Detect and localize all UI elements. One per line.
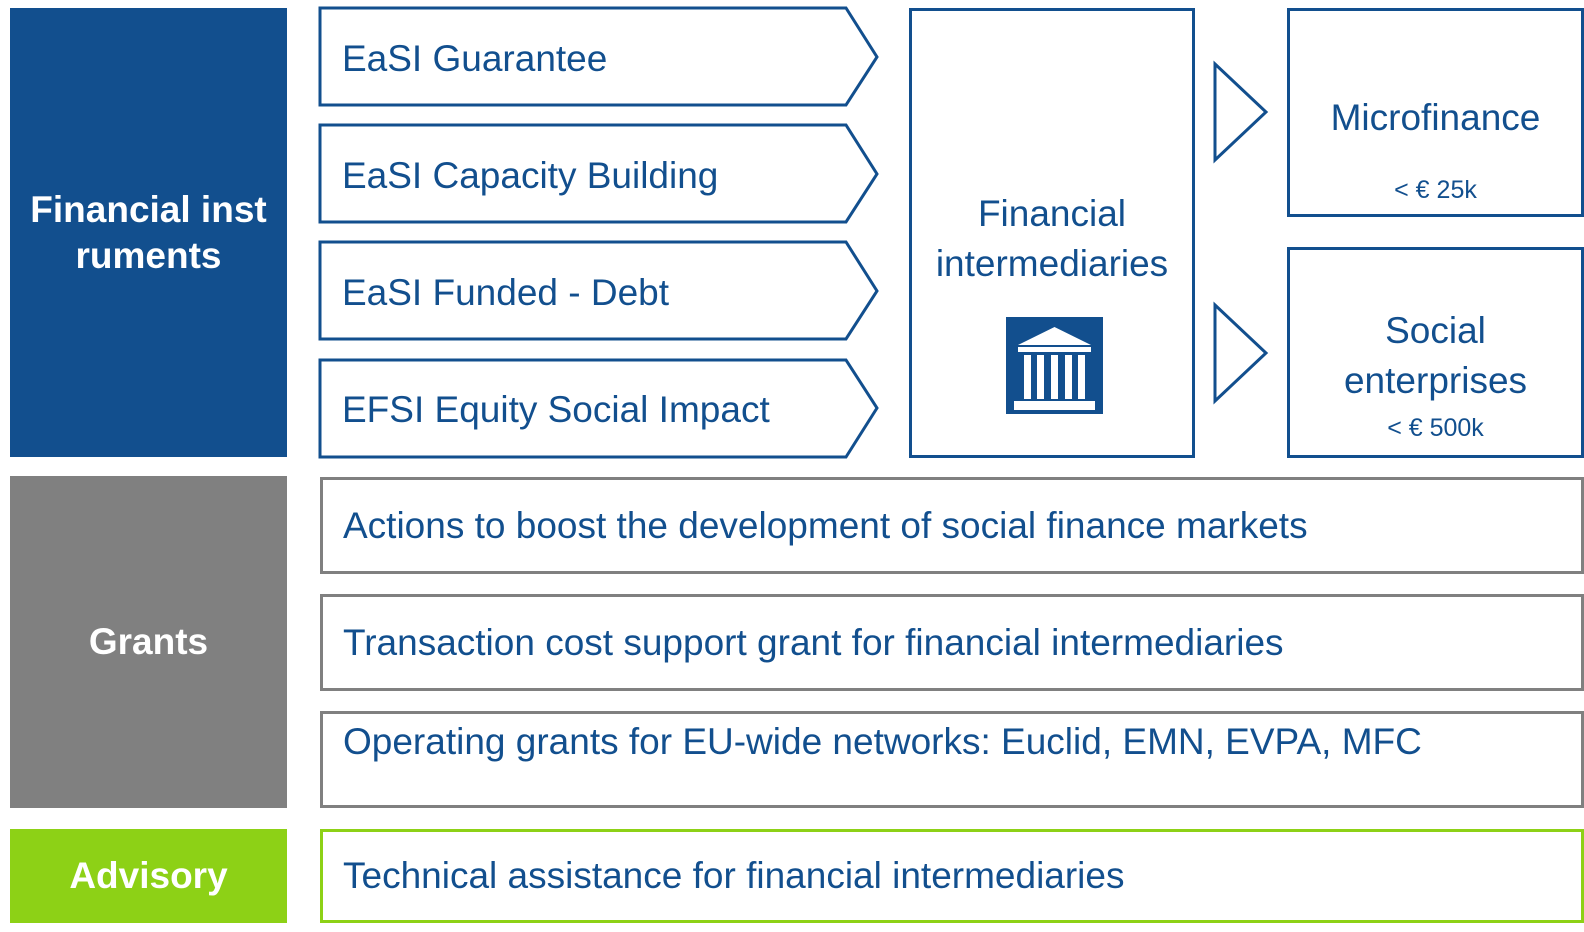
bank-icon <box>1006 317 1103 414</box>
advisory-action-label: Technical assistance for financial inter… <box>343 855 1125 897</box>
category-advisory: Advisory <box>10 829 287 923</box>
instrument-chevron-3 <box>318 240 879 341</box>
financial-intermediaries-label: Financial intermediaries <box>935 193 1169 284</box>
advisory-action: Technical assistance for financial inter… <box>320 829 1584 923</box>
instrument-label-1: EaSI Guarantee <box>342 38 608 79</box>
category-financial-instruments: Financial instruments <box>10 8 287 457</box>
instrument-chevron-2 <box>318 123 879 224</box>
instrument-chevron-1 <box>318 6 879 107</box>
grant-action-2-label: Transaction cost support grant for finan… <box>343 621 1284 663</box>
grant-action-3: Operating grants for EU-wide networks: E… <box>320 711 1584 808</box>
microfinance-title: Microfinance <box>1330 97 1541 138</box>
arrow-to-social-enterprises <box>1213 301 1269 405</box>
grant-action-3-label: Operating grants for EU-wide networks: E… <box>343 721 1422 762</box>
social-enterprises-box: Social enterprises < € 500k <box>1287 247 1584 458</box>
grant-action-1: Actions to boost the development of soci… <box>320 477 1584 574</box>
arrow-to-microfinance <box>1213 60 1269 164</box>
category-financial-instruments-label: Financial instruments <box>30 189 267 276</box>
microfinance-box: Microfinance < € 25k <box>1287 8 1584 217</box>
microfinance-limit: < € 25k <box>1394 176 1477 204</box>
instrument-label-3: EaSI Funded - Debt <box>342 272 670 313</box>
social-enterprises-limit: < € 500k <box>1387 414 1484 442</box>
instrument-chevron-4 <box>318 358 879 459</box>
social-enterprises-title: Social enterprises <box>1343 310 1528 401</box>
category-grants: Grants <box>10 476 287 808</box>
instrument-label-2: EaSI Capacity Building <box>342 155 719 196</box>
category-grants-label: Grants <box>88 621 209 663</box>
grant-action-1-label: Actions to boost the development of soci… <box>343 504 1308 546</box>
instrument-label-4: EFSI Equity Social Impact <box>342 389 770 430</box>
financial-intermediaries-box: Financial intermediaries <box>909 8 1195 458</box>
category-advisory-label: Advisory <box>69 855 228 897</box>
grant-action-2: Transaction cost support grant for finan… <box>320 594 1584 691</box>
